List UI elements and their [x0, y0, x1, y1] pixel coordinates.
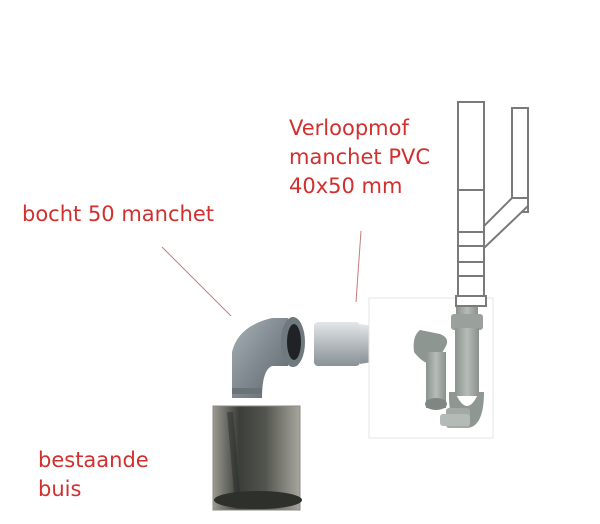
label-bocht: bocht 50 manchet [22, 202, 214, 226]
elbow-fitting-image [218, 316, 306, 398]
leader-line-verloopmof [355, 230, 362, 303]
label-verloopmof-line-2: manchet PVC [289, 145, 431, 169]
label-verloopmof-line-3: 40x50 mm [289, 174, 403, 198]
label-bestaande-buis-line-1: bestaande [38, 448, 149, 472]
label-verloopmof: Verloopmof manchet PVC 40x50 mm [289, 114, 430, 201]
existing-pipe-image [212, 405, 302, 511]
label-bestaande-buis-line-2: buis [38, 477, 82, 501]
leader-line-bocht [161, 246, 233, 318]
label-bestaande-buis: bestaande buis [38, 446, 149, 504]
drain-pipe-schematic [455, 101, 529, 307]
siphon-trap-image [368, 297, 494, 439]
label-verloopmof-line-1: Verloopmof [289, 116, 409, 140]
